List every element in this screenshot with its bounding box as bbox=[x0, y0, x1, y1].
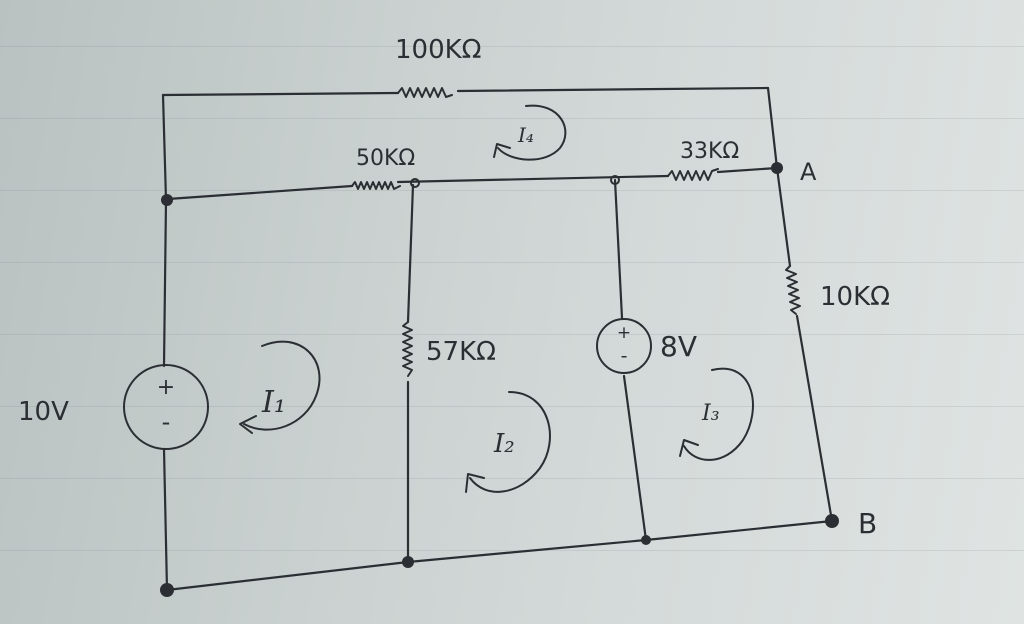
loop-arrow-i1 bbox=[239, 340, 321, 434]
middle-wire bbox=[166, 166, 779, 201]
label-33k: 33KΩ bbox=[680, 139, 739, 164]
voltage-source-10v: + - bbox=[123, 364, 209, 450]
label-8v: 8V bbox=[660, 330, 697, 363]
top-wire bbox=[161, 86, 770, 97]
branch-8v-wire bbox=[613, 178, 648, 542]
right-wire-upper bbox=[766, 86, 779, 170]
source-10v-minus: - bbox=[162, 408, 171, 436]
resistor-10k bbox=[785, 265, 801, 315]
source-8v-plus: + bbox=[617, 323, 631, 343]
right-wire-lower bbox=[775, 166, 834, 523]
label-loop-i3: I₃ bbox=[701, 401, 720, 426]
voltage-source-8v: + - bbox=[596, 318, 652, 374]
resistor-100k bbox=[397, 87, 453, 98]
source-10v-plus: + bbox=[157, 375, 175, 400]
node-bottom-57k bbox=[402, 556, 414, 568]
loop-arrow-i2 bbox=[465, 391, 551, 493]
node-b bbox=[825, 514, 839, 528]
label-100k: 100KΩ bbox=[395, 35, 482, 65]
node-a bbox=[771, 162, 783, 174]
resistor-33k bbox=[667, 168, 719, 181]
branch-57k-wire bbox=[406, 183, 415, 564]
label-loop-i1: I₁ bbox=[261, 385, 286, 420]
node-bottom-8v bbox=[641, 535, 651, 545]
wires bbox=[161, 86, 834, 592]
node-top-57k bbox=[410, 178, 420, 188]
label-10k: 10KΩ bbox=[820, 282, 890, 312]
bottom-wire bbox=[165, 519, 834, 592]
label-loop-i4: I₄ bbox=[517, 123, 534, 147]
node-left-top bbox=[161, 194, 173, 206]
source-8v-minus: - bbox=[621, 345, 628, 367]
loop-arrow-i3 bbox=[679, 367, 754, 461]
node-bottom-left bbox=[160, 583, 174, 597]
label-loop-i2: I₂ bbox=[493, 429, 515, 459]
label-57k: 57KΩ bbox=[426, 337, 496, 367]
label-node-a: A bbox=[800, 158, 817, 186]
resistor-57k bbox=[402, 321, 413, 377]
loop-arrow-i4 bbox=[493, 104, 567, 161]
junction-nodes bbox=[160, 162, 839, 597]
node-top-8v bbox=[610, 175, 620, 185]
label-10v: 10V bbox=[18, 397, 69, 427]
left-wire-lower bbox=[162, 198, 169, 592]
label-50k: 50KΩ bbox=[356, 146, 415, 171]
label-node-b: B bbox=[858, 507, 877, 540]
resistor-50k bbox=[351, 181, 401, 190]
left-wire-upper bbox=[161, 93, 168, 202]
